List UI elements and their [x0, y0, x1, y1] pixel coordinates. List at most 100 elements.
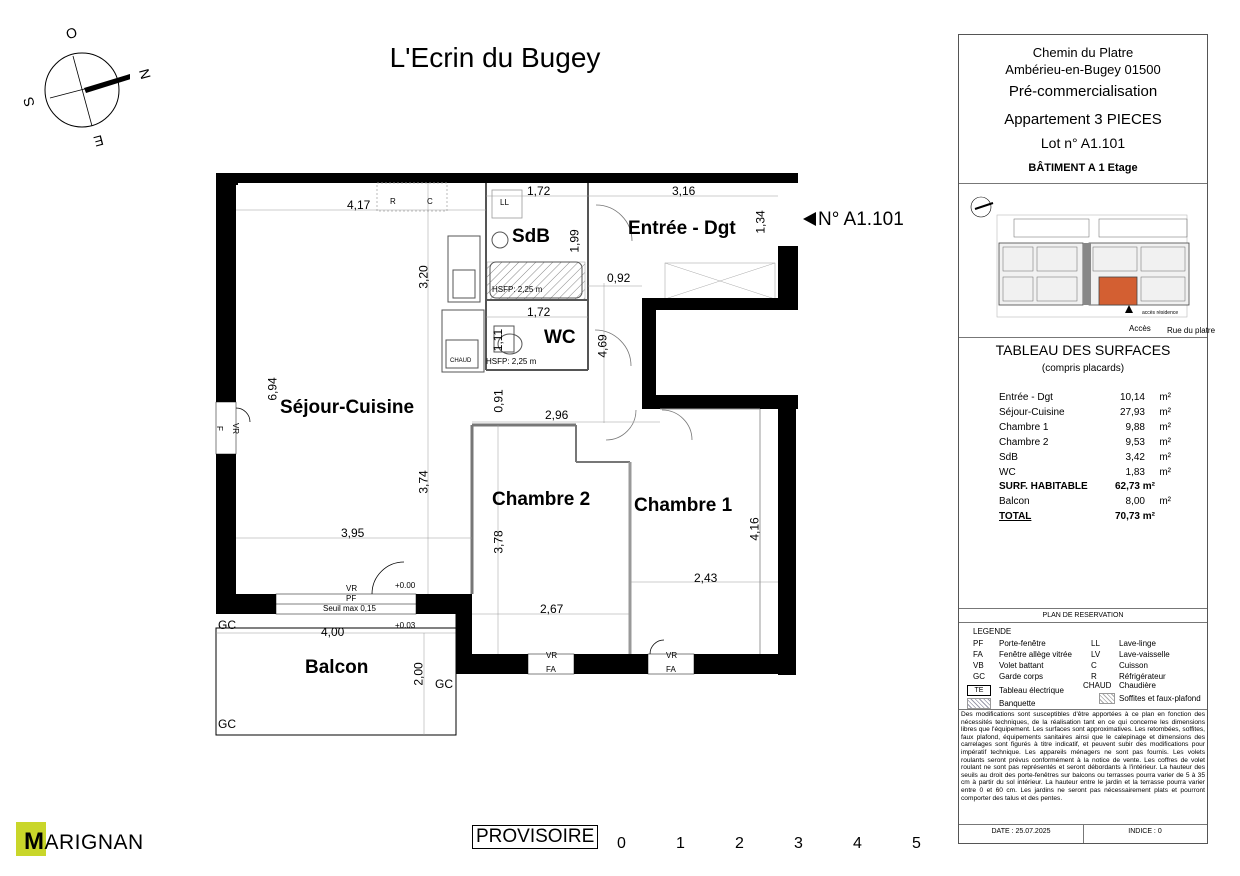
divider [1083, 824, 1084, 843]
site-note-label: accès résidence [1142, 310, 1179, 316]
legend-item: Soffites et faux-plafond [1119, 694, 1201, 703]
fridge-label: R [390, 197, 396, 206]
cooktop-label: C [427, 197, 433, 206]
scale-tick-label: 4 [853, 835, 862, 852]
divider [959, 622, 1207, 623]
legend-item: VB [973, 661, 984, 670]
room-label-chambre1: Chambre 1 [634, 495, 733, 516]
legend-te-symbol: TE [967, 685, 991, 696]
logo-mark-icon [16, 822, 46, 856]
legend-item: LL [1091, 639, 1100, 648]
divider [959, 337, 1207, 338]
scale-tick-label: 0 [617, 835, 626, 852]
dimension-label: 3,95 [341, 526, 365, 540]
room-label-balcon: Balcon [305, 657, 369, 678]
scale-tick-label: 1 [676, 835, 685, 852]
dimension-label: 4,17 [347, 198, 371, 212]
site-street-label: Rue du platre [1167, 326, 1216, 335]
level-label: +0.00 [395, 581, 416, 590]
legend-item: GC [973, 672, 985, 681]
window-vr-label: VR [346, 584, 358, 593]
dimension-label: 3,20 [416, 265, 431, 289]
legend-item: Tableau électrique [999, 686, 1064, 695]
divider [959, 608, 1207, 609]
window-vr-label: VR [546, 651, 558, 660]
window-vr-label: VR [666, 651, 678, 660]
dimension-label: 0,92 [607, 271, 631, 285]
legend-item: Réfrigérateur [1119, 672, 1166, 681]
window-f-label: F [214, 426, 224, 431]
dimension-label: 1,11 [491, 328, 506, 352]
dimension-label: 4,00 [321, 625, 345, 639]
dimension-label: 1,99 [567, 229, 582, 253]
room-label-sejour: Séjour-Cuisine [280, 397, 415, 418]
info-panel: Chemin du Platre Ambérieu-en-Bugey 01500… [958, 34, 1215, 844]
brand-logo: MARIGNAN [16, 822, 144, 856]
hsfp-label: HSFP: 2,25 m [486, 357, 537, 366]
address-line-1: Chemin du Platre [1032, 45, 1134, 60]
dimension-label: 3,78 [491, 530, 506, 554]
dimension-label: 3,74 [416, 470, 431, 494]
compass-icon [44, 52, 130, 128]
sale-status: Pré-commercialisation [1008, 83, 1158, 100]
washer-label: LL [500, 198, 509, 207]
dimension-label: 2,43 [694, 571, 718, 585]
legend-item: Banquette [999, 699, 1036, 708]
guardrail-label: GC [435, 677, 453, 691]
legend-item: Volet battant [999, 661, 1044, 670]
room-label-entree: Entrée - Dgt [628, 218, 736, 239]
building-floor: BÂTIMENT A 1 Etage [1028, 162, 1138, 174]
legend-item: Lave-linge [1119, 639, 1156, 648]
surfaces-subtitle: (compris placards) [1041, 363, 1125, 374]
legend-item: Fenêtre allège vitrée [999, 650, 1072, 659]
dimension-label: 4,16 [747, 517, 762, 541]
boiler-label: CHAUD [450, 358, 472, 364]
plan-date: DATE : 25.07.2025 [991, 828, 1051, 835]
hsfp-label: HSFP: 2,25 m [492, 285, 543, 294]
scale-tick-label: 3 [794, 835, 803, 852]
dimension-label: 2,00 [411, 662, 426, 686]
legend-banquette-swatch [967, 698, 991, 709]
threshold-label: Seuil max 0,15 [323, 604, 376, 613]
dimension-label: 6,94 [265, 377, 280, 401]
dimension-label: 2,67 [540, 602, 564, 616]
legend-item: C [1091, 661, 1097, 670]
window-pf-label: PF [346, 594, 357, 603]
plan-index: INDICE : 0 [1128, 828, 1162, 835]
lot-number: Lot n° A1.101 [1040, 135, 1126, 151]
legend-item: R [1091, 672, 1097, 681]
provisional-stamp: PROVISOIRE [472, 825, 599, 849]
room-label-wc: WC [544, 327, 576, 348]
window-fa-label: FA [666, 665, 676, 674]
legend-item: Lave-vaisselle [1119, 650, 1170, 659]
legend-item: PF [973, 639, 984, 648]
dimension-label: 1,72 [527, 305, 551, 319]
floor-plan [215, 173, 798, 736]
window-vr-label: VR [231, 422, 241, 435]
dimension-label: 0,91 [491, 389, 506, 413]
legend-title: LEGENDE [973, 627, 1012, 636]
legend-item: LV [1091, 650, 1101, 659]
guardrail-label: GC [218, 717, 236, 731]
address-line-2: Ambérieu-en-Bugey 01500 [1005, 62, 1161, 77]
divider [959, 709, 1207, 710]
arrow-left-icon [803, 212, 816, 226]
dimension-label: 1,34 [753, 210, 768, 234]
surfaces-title: TABLEAU DES SURFACES [995, 342, 1171, 358]
legend-soffite-swatch [1099, 693, 1115, 704]
dimension-label: 2,96 [545, 408, 569, 422]
project-title: L'Ecrin du Bugey [389, 42, 601, 73]
room-label-chambre2: Chambre 2 [492, 489, 591, 510]
legend-item: Cuisson [1119, 661, 1148, 670]
divider [959, 183, 1207, 184]
legend-item: CHAUD [1083, 681, 1112, 690]
